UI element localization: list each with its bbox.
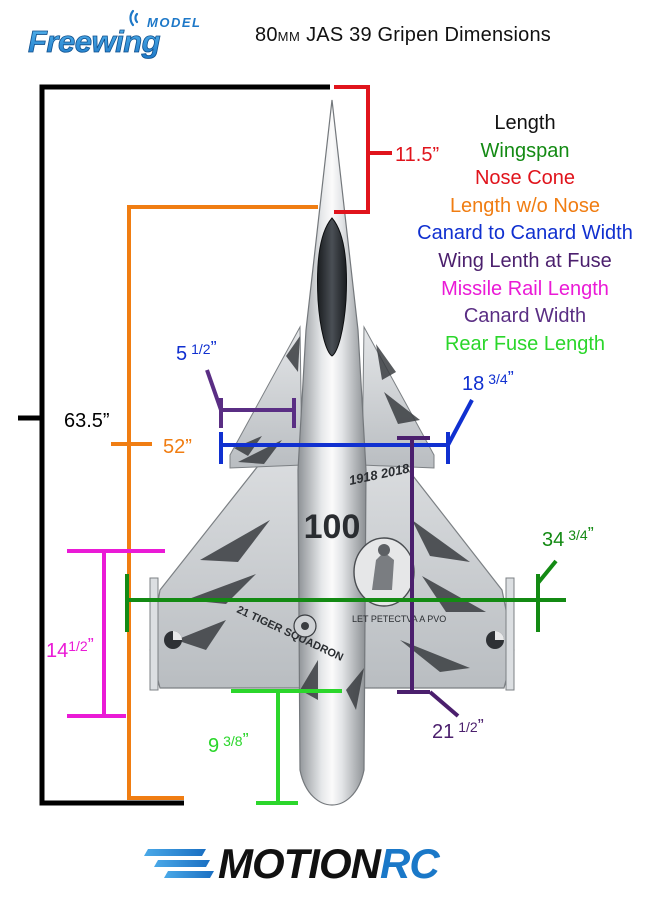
- wingspan-dimension: [125, 559, 566, 632]
- freewing-wordmark: Freewing: [28, 24, 161, 59]
- legend-item-length: Length: [494, 112, 556, 134]
- tiger-emblem-icon: [293, 614, 317, 638]
- aircraft-illustration: 100 1918 2018 21 TIGER SQUADRON LET PETE…: [149, 99, 515, 806]
- legend-item-canard-to-canard: Canard to Canard Width: [417, 222, 633, 245]
- wing-length-at-fuse-dimension: [397, 436, 460, 718]
- length-label: 63.5”: [64, 410, 110, 432]
- canard-width-dimension: [205, 369, 296, 428]
- legend-item-wingspan: Wingspan: [480, 139, 570, 162]
- rear-fuse-dimension: [231, 689, 342, 805]
- legend-item-rear-fuse: Rear Fuse Length: [444, 332, 606, 355]
- missile-rail-label: 141/2”: [46, 635, 94, 662]
- length-without-nose-label: 52”: [163, 436, 192, 458]
- speed-lines-icon: [144, 849, 214, 878]
- length-dimension: [18, 84, 330, 806]
- roundel-icon: [164, 631, 504, 649]
- nose-cone-label: 11.5”: [395, 144, 439, 166]
- nose-number-marking: 100: [304, 508, 361, 546]
- legend-item-nose-cone: Nose Cone: [474, 167, 576, 190]
- unit-marking: LET PETECTVA A PVO: [352, 614, 446, 624]
- wifi-signal-icon: [129, 9, 139, 27]
- legend-item-canard-width: Canard Width: [463, 305, 587, 328]
- legend-item-missile-rail: Missile Rail Length: [441, 277, 609, 300]
- legend-item-length-without-nose: Length w/o Nose: [449, 194, 601, 217]
- nose-cone-dimension: [334, 85, 392, 214]
- legend-item-wing-length-at-fuse: Wing Lenth at Fuse: [438, 249, 612, 272]
- length-without-nose-dimension: [111, 205, 318, 800]
- freewing-model-text: MODEL: [147, 15, 201, 30]
- motionrc-wordmark: MOTIONRC: [218, 840, 440, 887]
- freewing-logo: MODEL Freewing: [28, 9, 201, 59]
- motionrc-logo: MOTIONRC: [144, 840, 441, 887]
- page-title: 80MM JAS 39 Gripen Dimensions: [255, 24, 551, 46]
- lion-emblem-icon: [353, 537, 415, 607]
- missile-rail-dimension: [67, 549, 165, 718]
- dimension-legend: Length Wingspan Nose Cone Length w/o Nos…: [380, 110, 659, 358]
